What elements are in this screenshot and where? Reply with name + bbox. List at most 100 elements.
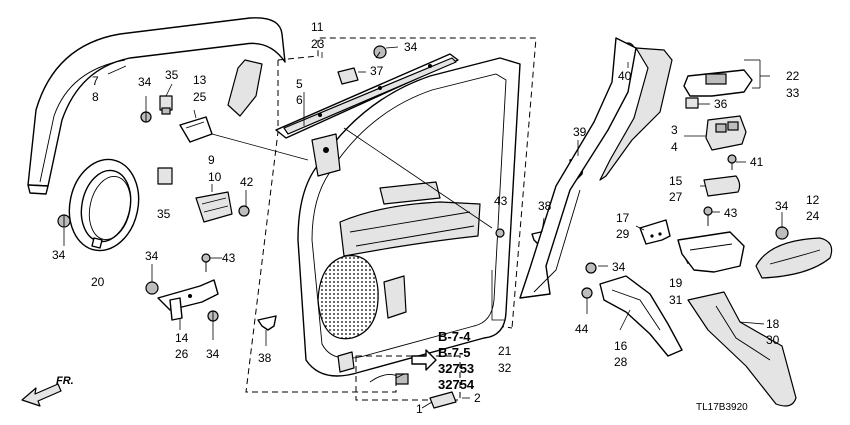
reference-32753: 32753 [438,361,474,376]
callout-34: 34 [145,249,159,263]
callout-41: 41 [750,155,764,169]
diagram-code: TL17B3920 [696,402,748,413]
callout-34: 34 [206,347,220,361]
callout-32: 32 [498,361,512,375]
callout-17: 17 [616,211,630,225]
callout-34: 34 [775,199,789,213]
pocket-17 [639,219,671,245]
bracket-14 [157,279,219,321]
front-direction-label: FR. [56,375,74,387]
callout-36: 36 [714,97,728,111]
callout-43: 43 [494,194,508,208]
callout-30: 30 [766,333,780,347]
pull-pocket-bracket-16 [599,275,683,357]
lower-garnish-18 [687,291,797,407]
reference-32754: 32754 [438,377,475,392]
callout-3: 3 [671,123,678,137]
clip-34-left-top [140,111,152,123]
callout-39: 39 [573,125,587,139]
clip-34-armrest [775,226,789,240]
clip-38-bottom [257,315,277,331]
callout-40: 40 [618,69,632,83]
power-window-switch-3 [705,115,747,151]
reference-b-7-5: B-7-5 [438,345,471,360]
callout-13: 13 [193,73,207,87]
callout-10: 10 [208,170,222,184]
callout-37: 37 [370,64,384,78]
callout-35: 35 [157,207,171,221]
armrest-12 [755,237,833,279]
door-lining-panel [297,57,521,377]
callout-12: 12 [806,193,820,207]
callout-14: 14 [175,331,189,345]
screw-43-left [201,253,211,272]
callout-20: 20 [91,275,105,289]
screw-43-right [703,206,713,226]
callout-35: 35 [165,68,179,82]
clip-34-left [57,214,71,228]
callout-6: 6 [296,93,303,107]
clip-34-bottom [207,310,219,322]
callout-19: 19 [669,276,683,290]
callout-7: 7 [92,74,99,88]
front-direction-arrow: FR. [21,375,74,407]
callout-15: 15 [669,174,683,188]
reference-block: B-7-4 B-7-5 32753 32754 [411,329,475,392]
switch-panel-22 [683,69,753,97]
screw-43-door [495,228,505,238]
callout-11: 11 [311,20,324,34]
leader-lines [63,46,783,409]
callout-16: 16 [614,339,628,353]
callout-43: 43 [222,251,236,265]
callout-18: 18 [766,317,780,331]
clip-35-mid [157,167,173,185]
screw-42 [238,205,250,217]
callout-9: 9 [208,153,215,167]
wire-harness-detail [355,355,461,409]
pillar-garnish-21 [519,37,673,299]
clip-34-bracket [145,281,159,295]
callout-44: 44 [575,322,589,336]
reference-b-7-4: B-7-4 [438,329,471,344]
callout-29: 29 [616,227,630,241]
clip-34-top [373,45,387,59]
callout-34: 34 [612,260,626,274]
callout-42: 42 [240,175,254,189]
callout-38: 38 [538,199,552,213]
clip-34-bracket-right [585,262,597,274]
armrest-bracket-19 [677,231,745,273]
callout-34: 34 [404,40,418,54]
callout-34: 34 [138,75,152,89]
clip-35-top [159,95,173,115]
door-sash-molding [27,17,286,195]
callout-34: 34 [52,248,66,262]
callout-1: 1 [416,402,423,416]
callout-38: 38 [258,351,272,365]
screw-41 [727,154,737,170]
callout-26: 26 [175,347,189,361]
callout-numbers: 7 8 34 35 13 25 11 23 34 37 5 6 9 10 35 … [52,20,820,416]
callout-43: 43 [724,206,738,220]
screw-44 [581,287,593,299]
inner-handle-bracket-13 [179,116,213,143]
callout-2: 2 [474,391,481,405]
callout-25: 25 [193,90,207,104]
callout-31: 31 [669,293,683,307]
callout-21: 21 [498,344,512,358]
callout-5: 5 [296,77,303,91]
callout-23: 23 [311,37,325,51]
clip-37 [337,67,359,85]
callout-8: 8 [92,90,99,104]
callout-28: 28 [614,355,628,369]
trim-cover-15 [703,175,741,197]
outer-weatherstrip [275,53,459,139]
callout-33: 33 [786,86,800,100]
callout-24: 24 [806,209,820,223]
callout-27: 27 [669,190,683,204]
lock-assembly-9 [195,191,233,223]
clip-36 [685,97,699,109]
callout-22: 22 [786,69,800,83]
callout-4: 4 [671,140,678,154]
speaker-ring [68,158,140,252]
